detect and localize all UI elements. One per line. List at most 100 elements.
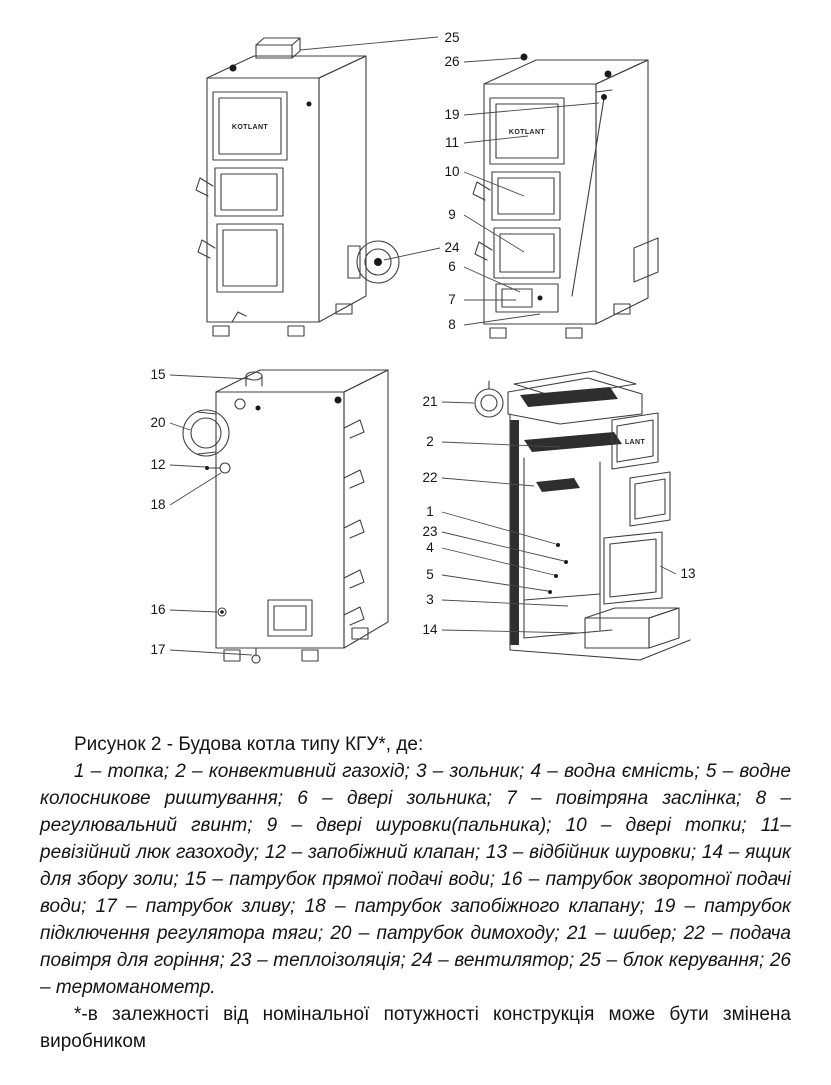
callout-20: 20 (150, 415, 165, 430)
door-latches (343, 419, 365, 626)
sensor-dot (334, 396, 342, 404)
callout-22: 22 (422, 470, 437, 485)
callout-17: 17 (150, 642, 165, 657)
target-dot (554, 574, 558, 578)
boiler-figure-drawing: KOTLANT (150, 30, 696, 664)
fan-icon (347, 240, 400, 284)
side-door-brand: LANT (611, 412, 659, 470)
ash-pan-door (495, 283, 559, 313)
figure-legend: 1 – топка; 2 – конвективний газохід; 3 –… (40, 761, 791, 998)
supply-pipe (245, 371, 263, 387)
figure-caption-title: Рисунок 2 - Будова котла типу КГУ*, де: (74, 734, 424, 755)
regulator-port-dot (306, 101, 312, 107)
foot (351, 627, 369, 640)
foot (212, 325, 230, 337)
boiler-a-front-face (206, 77, 320, 323)
target-dot (556, 543, 560, 547)
callout-12: 12 (150, 457, 165, 472)
figure-caption: Рисунок 2 - Будова котла типу КГУ*, де: … (0, 731, 831, 1055)
middle-door (629, 471, 671, 527)
foot (335, 303, 353, 315)
callout-18: 18 (150, 497, 165, 512)
callout-2: 2 (426, 434, 434, 449)
adjusting-screw (537, 295, 543, 301)
burner-door (474, 227, 561, 279)
firebox-door: KOTLANT (212, 91, 288, 161)
figure-area: KOTLANT (150, 30, 696, 664)
side-opening (633, 237, 659, 283)
safety-valve-pipe (205, 462, 231, 474)
callout-11: 11 (445, 135, 459, 150)
sensor-dot (604, 70, 612, 78)
boiler-b-top-face (483, 59, 649, 85)
target-dot (548, 590, 552, 594)
callout-21: 21 (422, 394, 437, 409)
bottom-opening (267, 599, 313, 637)
target-dot (564, 560, 568, 564)
callout-23: 23 (422, 524, 437, 539)
ash-lever (231, 311, 247, 323)
hood (507, 370, 643, 425)
brand-label-partial: LANT (625, 439, 646, 446)
air-flap (501, 288, 533, 308)
callout-5: 5 (426, 567, 434, 582)
drain-pipe (251, 647, 261, 664)
ash-box (584, 607, 680, 649)
firebox-door (472, 171, 561, 221)
callout-25: 25 (444, 30, 459, 45)
gas-channel-band (524, 432, 622, 452)
firebox-chamber (523, 457, 613, 639)
callout-3: 3 (426, 592, 434, 607)
callout-24: 24 (444, 240, 460, 255)
boiler-view-rear (182, 369, 389, 664)
return-pipe (217, 607, 227, 617)
chimney-pipe (182, 409, 230, 457)
foot (287, 325, 305, 337)
foot (301, 649, 319, 662)
control-unit (255, 37, 301, 59)
boiler-c-top-face (215, 369, 389, 393)
boiler-b-front-face (483, 83, 597, 325)
boiler-view-cutaway: LANT (474, 370, 691, 661)
callout-4: 4 (426, 540, 434, 555)
boiler-c-side-face (343, 369, 389, 649)
brand-label: KOTLANT (509, 129, 546, 136)
draft-regulator-rod (571, 89, 613, 297)
deflector-door (603, 531, 663, 605)
callout-16: 16 (150, 602, 165, 617)
callout-8: 8 (448, 317, 456, 332)
callout-7: 7 (448, 292, 456, 307)
cap-fitting (234, 398, 246, 410)
air-supply-band (536, 478, 580, 492)
boiler-a-side-face (318, 55, 367, 323)
boiler-view-front-left: KOTLANT (195, 37, 400, 337)
boiler-c-front-face (215, 391, 345, 649)
damper-shiber (474, 380, 504, 418)
callout-26: 26 (444, 54, 459, 69)
callout-19: 19 (444, 107, 459, 122)
foot (613, 303, 631, 315)
brand-label: KOTLANT (232, 124, 269, 131)
callout-6: 6 (448, 259, 456, 274)
small-fitting-dot (255, 405, 261, 411)
callout-15: 15 (150, 367, 165, 382)
leader-lines (169, 36, 677, 656)
return-pipe-dot (220, 610, 224, 614)
ash-door (197, 223, 284, 293)
thermomanometer-dot (229, 64, 237, 72)
revision-hatch-door: KOTLANT (489, 97, 565, 165)
callout-14: 14 (422, 622, 438, 637)
burner-door (195, 167, 284, 217)
thermomanometer-dot (520, 53, 528, 61)
figure-footnote: *-в залежності від номінальної потужност… (40, 1004, 791, 1052)
boiler-a-top-face (206, 55, 367, 79)
callout-9: 9 (448, 207, 456, 222)
foot (223, 649, 241, 662)
callout-numbers: 25 26 19 11 10 9 24 6 7 8 15 20 12 18 16… (150, 30, 695, 657)
gas-channel-band (520, 387, 618, 407)
callout-10: 10 (444, 164, 459, 179)
callout-1: 1 (426, 504, 434, 519)
boiler-view-front-right: KOTLANT (472, 53, 659, 339)
foot (489, 327, 507, 339)
callout-13: 13 (680, 566, 695, 581)
